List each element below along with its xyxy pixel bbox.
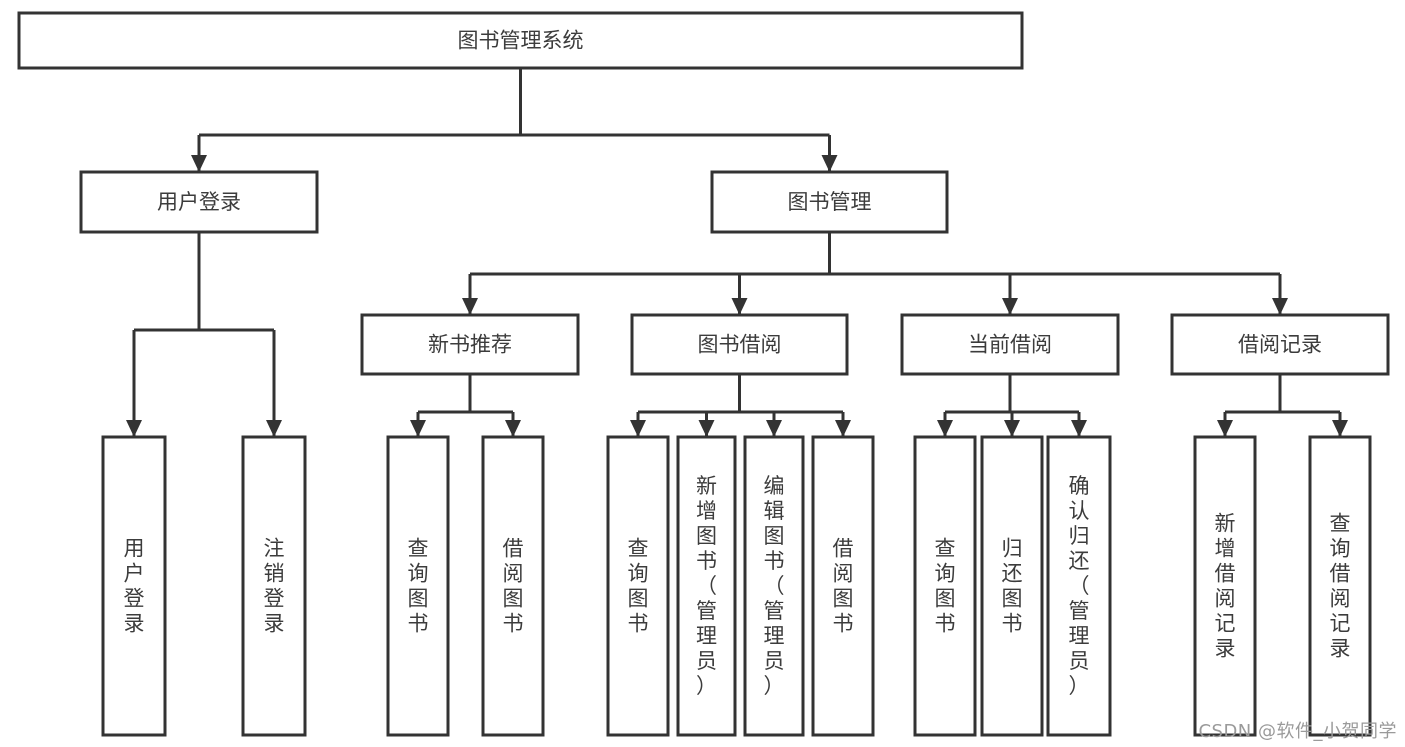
arrow-head-icon	[126, 420, 142, 437]
level3-node[interactable]: 当前借阅	[900, 313, 1120, 376]
root-label: 图书管理系统	[458, 29, 584, 53]
leaf-box[interactable]	[481, 435, 545, 737]
level3-label: 新书推荐	[428, 333, 512, 357]
arrow-head-icon	[505, 420, 521, 437]
connector-layer	[126, 68, 1348, 437]
leaf-box[interactable]	[913, 435, 977, 737]
level3-box[interactable]	[1170, 313, 1390, 376]
leaf-label: 借阅图书	[833, 537, 854, 636]
level3-node[interactable]: 图书借阅	[630, 313, 849, 376]
leaf-box[interactable]	[386, 435, 450, 737]
arrow-head-icon	[1071, 420, 1087, 437]
leaf-node[interactable]: 查询图书	[606, 435, 670, 737]
leaf-box[interactable]	[1308, 435, 1372, 737]
leaf-label: 注销登录	[264, 537, 285, 636]
leaf-node[interactable]: 新增图书（管理员）	[676, 435, 737, 737]
leaf-box[interactable]	[101, 435, 167, 737]
arrow-head-icon	[937, 420, 953, 437]
leaf-label: 查询图书	[935, 537, 956, 636]
leaf-node[interactable]: 确认归还（管理员）	[1046, 435, 1112, 737]
level3-label: 图书借阅	[698, 333, 782, 357]
arrow-head-icon	[266, 420, 282, 437]
leaf-box[interactable]	[1193, 435, 1257, 737]
leaf-node[interactable]: 新增借阅记录	[1193, 435, 1257, 737]
leaf-label: 确认归还（管理员）	[1069, 474, 1090, 698]
leaf-label: 新增图书（管理员）	[696, 474, 717, 698]
arrow-head-icon	[462, 298, 478, 315]
leaf-box[interactable]	[743, 435, 805, 737]
leaf-node[interactable]: 借阅图书	[481, 435, 545, 737]
level3-label: 借阅记录	[1238, 333, 1322, 357]
level3-box[interactable]	[360, 313, 580, 376]
leaf-label: 新增借阅记录	[1215, 512, 1236, 661]
leaf-box[interactable]	[811, 435, 875, 737]
leaf-label: 归还图书	[1002, 537, 1023, 636]
arrow-head-icon	[1002, 298, 1018, 315]
leaf-label: 查询图书	[408, 537, 429, 636]
leaf-node[interactable]: 查询图书	[386, 435, 450, 737]
arrow-head-icon	[821, 155, 838, 172]
leaf-node[interactable]: 查询借阅记录	[1308, 435, 1372, 737]
arrow-head-icon	[835, 420, 851, 437]
level3-node[interactable]: 新书推荐	[360, 313, 580, 376]
level2-label: 图书管理	[788, 190, 872, 214]
watermark: CSDN @软件_小贺同学	[1198, 721, 1397, 742]
arrow-head-icon	[1004, 420, 1020, 437]
level3-box[interactable]	[900, 313, 1120, 376]
leaf-label: 借阅图书	[503, 537, 524, 636]
level2-box[interactable]	[79, 170, 319, 234]
leaf-box[interactable]	[980, 435, 1044, 737]
node-layer: 图书管理系统用户登录图书管理新书推荐图书借阅当前借阅借阅记录用户登录注销登录查询…	[17, 11, 1390, 737]
level2-node[interactable]: 用户登录	[79, 170, 319, 234]
leaf-label: 查询借阅记录	[1330, 512, 1351, 661]
level3-label: 当前借阅	[968, 333, 1052, 357]
arrow-head-icon	[410, 420, 426, 437]
leaf-label: 查询图书	[628, 537, 649, 636]
arrow-head-icon	[630, 420, 646, 437]
leaf-box[interactable]	[1046, 435, 1112, 737]
arrow-head-icon	[1272, 298, 1288, 315]
root-node[interactable]: 图书管理系统	[17, 11, 1024, 70]
leaf-node[interactable]: 注销登录	[241, 435, 307, 737]
arrow-head-icon	[766, 420, 782, 437]
arrow-head-icon	[1332, 420, 1348, 437]
leaf-node[interactable]: 编辑图书（管理员）	[743, 435, 805, 737]
arrow-head-icon	[698, 420, 715, 437]
leaf-label: 用户登录	[124, 537, 145, 636]
leaf-box[interactable]	[676, 435, 737, 737]
leaf-node[interactable]: 查询图书	[913, 435, 977, 737]
level2-label: 用户登录	[157, 190, 241, 214]
level3-box[interactable]	[630, 313, 849, 376]
arrow-head-icon	[1217, 420, 1233, 437]
level2-box[interactable]	[710, 170, 949, 234]
arrow-head-icon	[191, 155, 207, 172]
leaf-box[interactable]	[606, 435, 670, 737]
leaf-node[interactable]: 归还图书	[980, 435, 1044, 737]
root-box[interactable]	[17, 11, 1024, 70]
leaf-box[interactable]	[241, 435, 307, 737]
arrow-head-icon	[731, 298, 748, 315]
leaf-node[interactable]: 用户登录	[101, 435, 167, 737]
level3-node[interactable]: 借阅记录	[1170, 313, 1390, 376]
leaf-label: 编辑图书（管理员）	[764, 474, 785, 698]
leaf-node[interactable]: 借阅图书	[811, 435, 875, 737]
level2-node[interactable]: 图书管理	[710, 170, 949, 234]
